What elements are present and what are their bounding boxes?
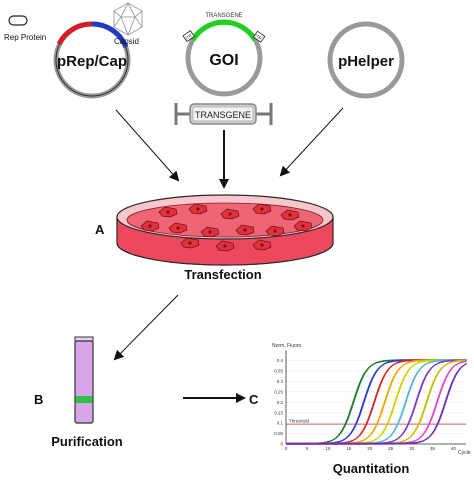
cell-nucleus: [148, 224, 152, 228]
cell-nucleus: [208, 230, 212, 234]
capsid-icon: [113, 2, 143, 36]
itr-right-box: [252, 30, 266, 43]
cap-arc: [91, 21, 129, 49]
prep-cap-label: pRep/Cap: [57, 53, 127, 70]
cell-nucleus: [223, 244, 227, 248]
itr-left-box: [182, 30, 195, 43]
transgene-arc: [190, 19, 258, 42]
amplification-curve: [286, 359, 467, 444]
qpcr-ytick-label: 0.1: [277, 421, 284, 426]
threshold-label: Threshold: [289, 419, 310, 424]
cell-nucleus: [176, 226, 180, 230]
cell-nucleus: [188, 241, 192, 245]
qpcr-amplification-plot: Norm. Fluoro. 0.4 0.35 0.3 0.25 0.2 0.15 0.1 0.…: [272, 343, 471, 456]
qpcr-xtick-label: 25: [388, 446, 394, 451]
qpcr-xtick-label: 15: [346, 446, 352, 451]
capsid-label: Capsid: [114, 37, 139, 46]
amplification-curve: [286, 359, 467, 444]
transgene-cassette-label: TRANSGENE: [195, 110, 251, 120]
step-a-letter: A: [95, 222, 105, 237]
qpcr-xtick-label: 10: [325, 446, 331, 451]
amplification-curve: [286, 362, 468, 444]
rep-protein-icon: [8, 15, 28, 26]
rep-protein-label: Rep Protein: [4, 33, 46, 42]
qpcr-xlabel: Cycle: [458, 450, 471, 456]
amplification-curve: [286, 359, 467, 444]
cell-nucleus: [260, 243, 264, 247]
amplification-curve: [286, 360, 467, 445]
cell-nucleus: [273, 229, 277, 233]
itr-left-label: ITR: [184, 33, 192, 41]
qpcr-xtick-label: 30: [409, 446, 415, 451]
petri-dish: [116, 194, 334, 266]
qpcr-ytick-label: 0.35: [274, 368, 283, 373]
rep-arc: [56, 21, 93, 46]
arrow-prepcap-to-dish: [115, 109, 180, 182]
amplification-curve: [286, 359, 467, 444]
step-b-letter: B: [34, 392, 43, 407]
qpcr-ytick-label: 0.05: [274, 431, 283, 436]
phelper-label: pHelper: [338, 53, 394, 70]
transgene-arc-label: TRANSGENE: [205, 13, 242, 19]
cell-nucleus: [228, 212, 232, 216]
arrow-phelper-to-dish: [279, 107, 344, 177]
amplification-curve: [286, 359, 467, 444]
phelper-plasmid: pHelper: [327, 21, 405, 99]
qpcr-xtick-label: 5: [306, 446, 309, 451]
transgene-cassette: TRANSGENE: [174, 103, 273, 125]
qpcr-xtick-label: 20: [367, 446, 373, 451]
amplification-curve: [286, 359, 467, 444]
step-c-label: Quantitation: [333, 461, 410, 476]
qpcr-ylabel: Norm. Fluoro.: [272, 343, 303, 349]
amplification-curve: [286, 359, 467, 444]
step-c-letter: C: [249, 392, 259, 407]
cell-nucleus: [301, 224, 305, 228]
cell-nucleus: [288, 213, 292, 217]
prep-cap-plasmid: pRep/Cap: [53, 21, 131, 99]
qpcr-ytick-label: 0.15: [274, 410, 283, 415]
cell-nucleus: [243, 228, 247, 232]
amplification-curve: [286, 363, 467, 445]
qpcr-ytick-label: 0: [280, 442, 283, 447]
itr-right-label: ITR: [254, 33, 262, 41]
qpcr-ytick-label: 0.3: [277, 379, 284, 384]
step-b-label: Purification: [51, 434, 123, 449]
arrow-dish-to-tube: [113, 294, 179, 361]
cell-nucleus: [166, 210, 170, 214]
qpcr-xtick-label: 35: [430, 446, 436, 451]
goi-plasmid: ITR ITR TRANSGENE GOI: [182, 13, 266, 97]
step-a-label: Transfection: [184, 267, 261, 282]
tube-band: [75, 396, 93, 403]
cell-layer: [140, 203, 313, 252]
qpcr-xtick-label: 40: [451, 446, 457, 451]
qpcr-ytick-label: 0.4: [277, 358, 284, 363]
purification-tube: [74, 336, 94, 424]
qpcr-ytick-label: 0.2: [277, 400, 284, 405]
goi-label: GOI: [209, 52, 238, 69]
amplification-curve: [286, 359, 467, 444]
cell-nucleus: [196, 207, 200, 211]
qpcr-ytick-label: 0.25: [274, 389, 283, 394]
cell-nucleus: [260, 207, 264, 211]
qpcr-xtick-label: 0: [285, 446, 288, 451]
